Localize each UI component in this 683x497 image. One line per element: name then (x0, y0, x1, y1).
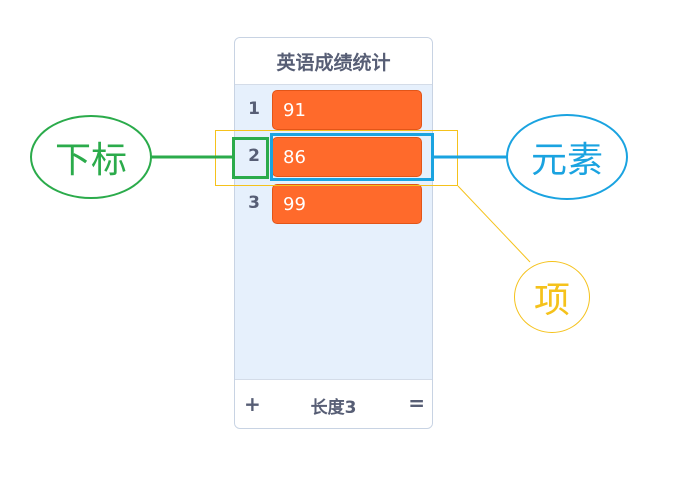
item-value[interactable]: 99 (272, 184, 422, 224)
add-item-button[interactable]: + (244, 392, 261, 416)
index-callout: 下标 (30, 115, 152, 199)
list-item: 1 91 (235, 90, 432, 130)
item-callout: 项 (514, 261, 590, 333)
element-callout-label: 元素 (530, 140, 603, 181)
list-monitor: 英语成绩统计 1 91 2 86 3 99 + 长度3 = (234, 37, 433, 429)
resize-handle[interactable]: = (408, 391, 425, 415)
list-footer: + 长度3 = (235, 379, 432, 428)
item-callout-label: 项 (533, 280, 570, 321)
item-index: 3 (248, 193, 260, 213)
list-item: 3 99 (235, 184, 432, 224)
item-value[interactable]: 91 (272, 90, 422, 130)
index-highlight-box (232, 137, 269, 179)
list-length: 长度3 (310, 398, 357, 418)
index-callout-label: 下标 (54, 140, 127, 181)
item-index: 1 (248, 99, 260, 119)
element-highlight-box (270, 133, 434, 181)
element-callout: 元素 (506, 114, 628, 200)
item-connector (457, 185, 531, 263)
list-item: 2 86 (235, 137, 432, 177)
list-title: 英语成绩统计 (235, 38, 432, 85)
item-value[interactable]: 86 (272, 137, 422, 177)
item-index: 2 (248, 146, 260, 166)
